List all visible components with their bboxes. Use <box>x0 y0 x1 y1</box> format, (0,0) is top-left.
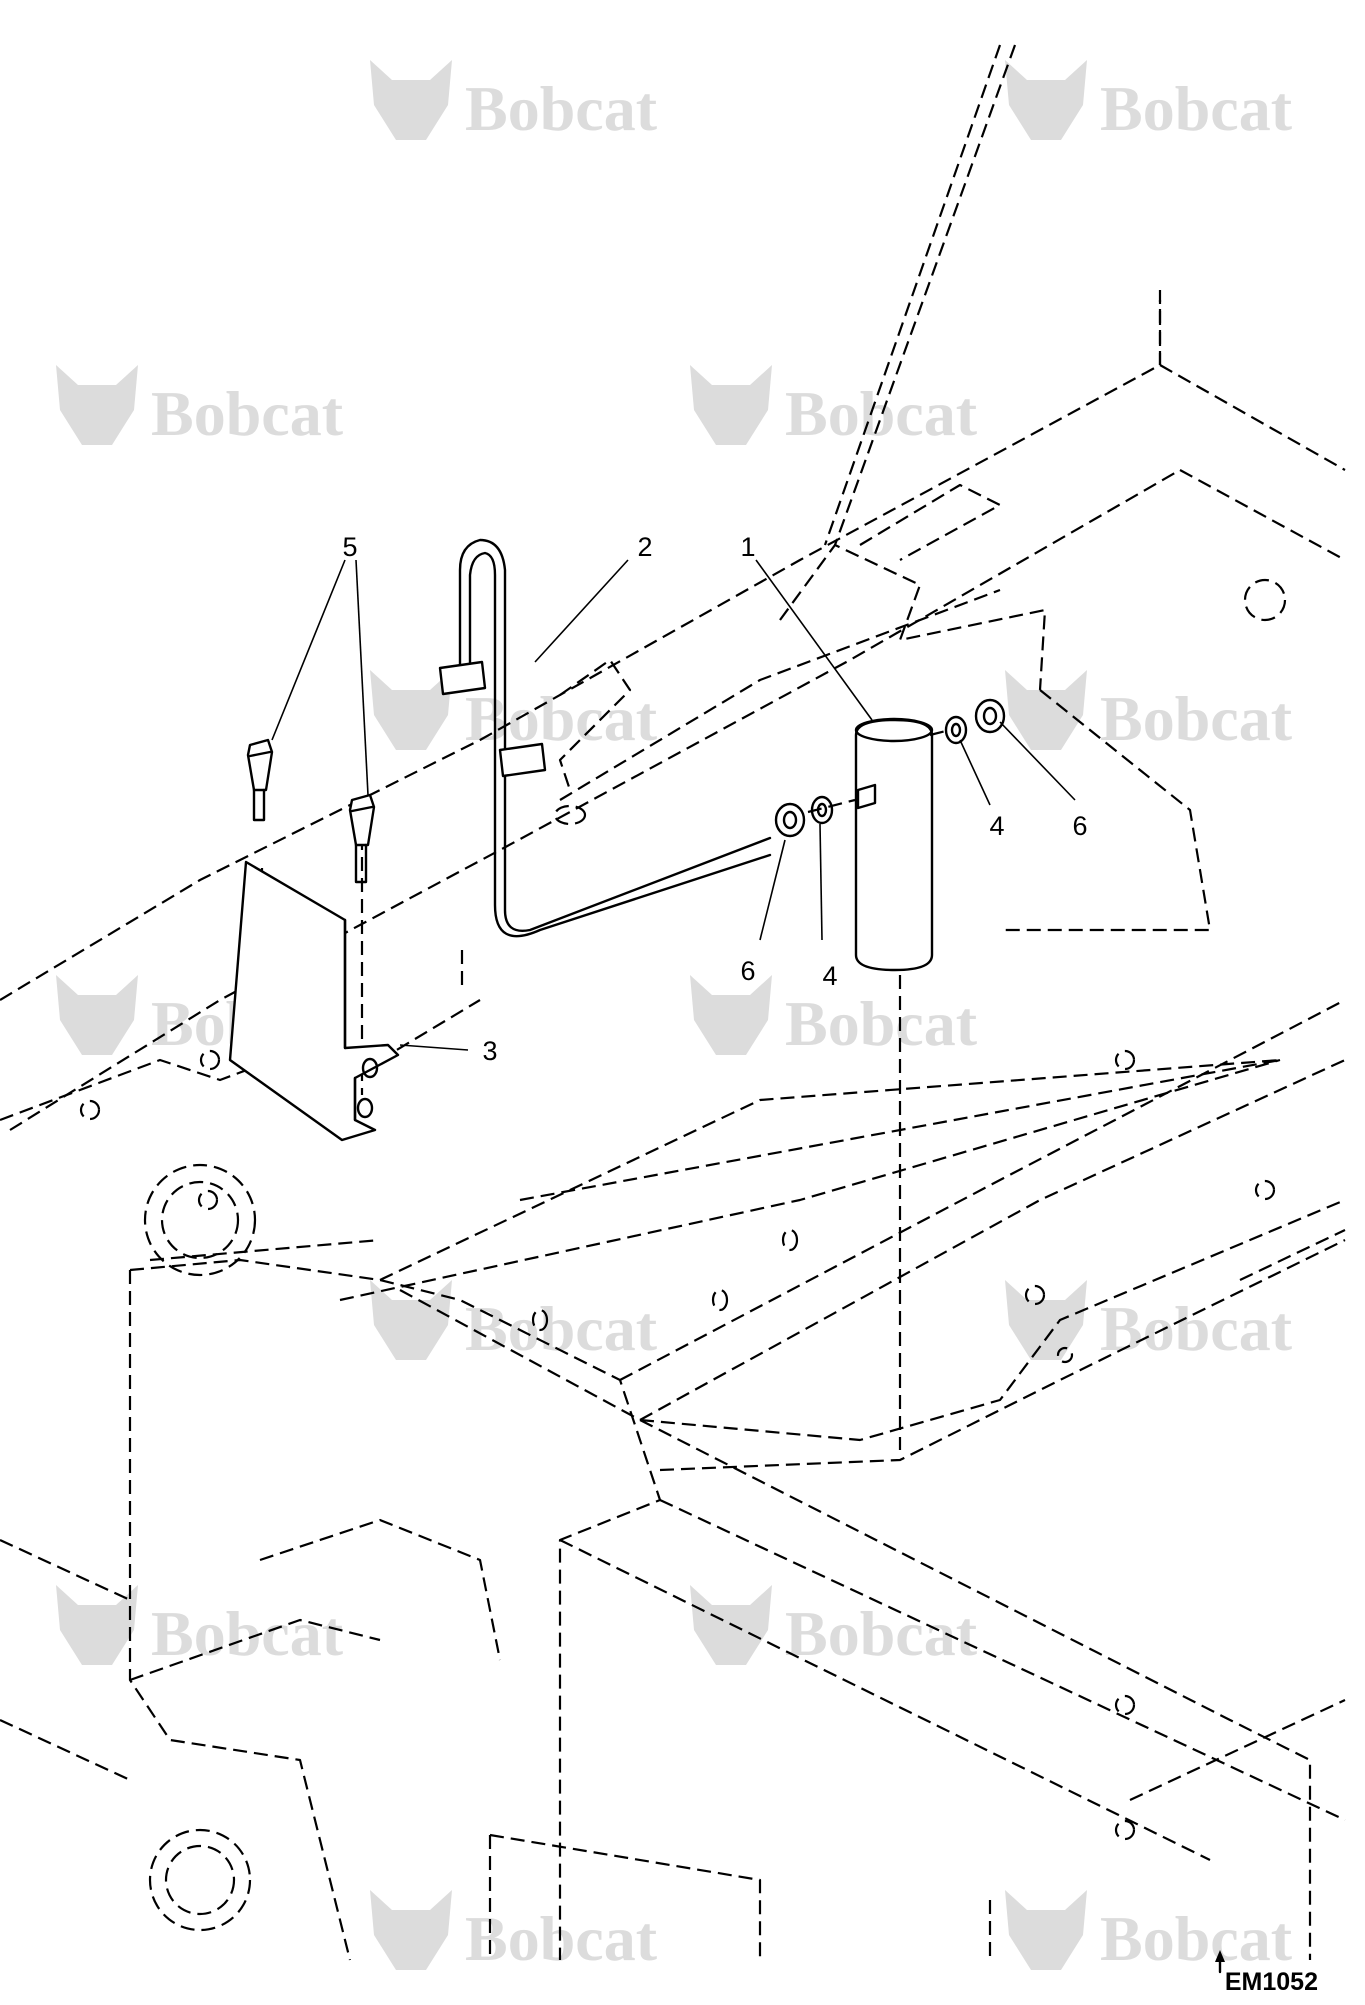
leader-lines <box>271 559 1076 1051</box>
washer-right[interactable] <box>944 715 968 745</box>
machine-frame <box>0 44 1346 1961</box>
callout-6-left: 6 <box>740 956 755 986</box>
callout-6-right: 6 <box>1072 811 1087 841</box>
watermark-text: Bobcat <box>1100 1903 1293 1974</box>
receiver-dryer[interactable] <box>854 717 934 972</box>
watermark-text: Bobcat <box>465 1293 658 1364</box>
bolt-right[interactable] <box>348 793 376 884</box>
bobcat-logo-icon: Bobcat <box>56 1585 344 1669</box>
watermark-text: Bobcat <box>465 1903 658 1974</box>
watermark-text: Bobcat <box>1100 683 1293 754</box>
callout-5: 5 <box>342 532 357 562</box>
drawing-code: EM1052 <box>1225 1968 1318 1996</box>
bracket[interactable] <box>228 860 400 1142</box>
bobcat-logo-icon: Bobcat <box>370 670 658 754</box>
callout-4-right: 4 <box>989 811 1004 841</box>
bobcat-logo-icon: Bobcat <box>370 60 658 144</box>
nut-left[interactable] <box>774 802 806 838</box>
bobcat-logo-icon: Bobcat <box>370 1280 658 1364</box>
callout-4-left: 4 <box>822 961 837 991</box>
bobcat-logo-icon: Bobcat <box>1005 60 1293 144</box>
bobcat-logo-icon: Bobcat <box>690 1585 978 1669</box>
bobcat-logo-icon: Bobcat <box>370 1890 658 1974</box>
watermark-text: Bobcat <box>785 1598 978 1669</box>
watermark-text: Bobcat <box>1100 73 1293 144</box>
bobcat-logo-icon: Bobcat <box>690 365 978 449</box>
bobcat-logo-icon: Bobcat <box>1005 1890 1293 1974</box>
bobcat-logo-icon: Bobcat <box>1005 670 1293 754</box>
bobcat-logo-icon: Bobcat <box>56 365 344 449</box>
nut-right[interactable] <box>974 698 1006 734</box>
bolt-left[interactable] <box>246 738 274 822</box>
watermark-text: Bobcat <box>151 1598 344 1669</box>
bobcat-logo-icon: Bobcat <box>690 975 978 1059</box>
bobcat-logo-icon: Bobcat <box>1005 1280 1293 1364</box>
tube[interactable] <box>438 538 772 938</box>
watermark-text: Bobcat <box>151 378 344 449</box>
watermark-text: Bobcat <box>465 73 658 144</box>
watermark-text: Bobcat <box>1100 1293 1293 1364</box>
callout-3: 3 <box>482 1036 497 1066</box>
callout-2: 2 <box>637 532 652 562</box>
watermark-text: Bobcat <box>785 988 978 1059</box>
callout-1: 1 <box>740 532 755 562</box>
arrow-up-icon <box>1215 1950 1225 1962</box>
